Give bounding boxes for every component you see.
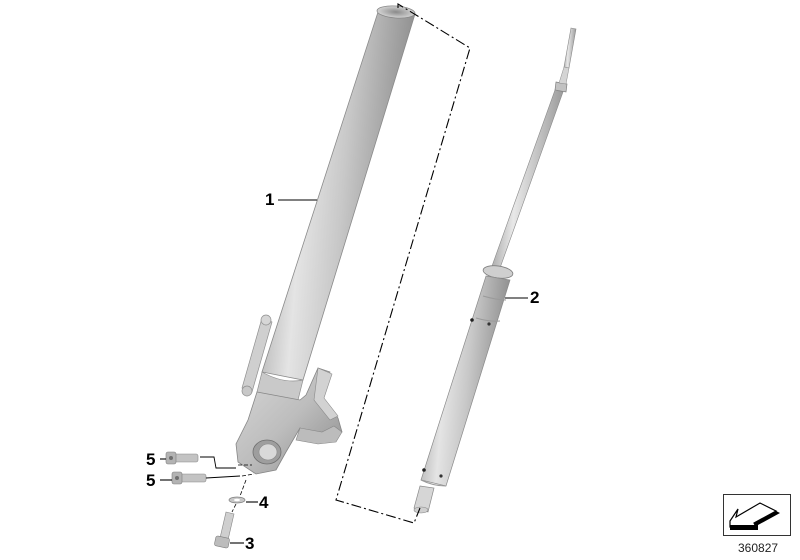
part-outer-fork-tube[interactable] bbox=[235, 5, 416, 475]
part-caliper-bolt-lower[interactable] bbox=[171, 471, 207, 485]
part-axle-clamp-bolt[interactable] bbox=[214, 511, 235, 549]
callout-2[interactable]: 2 bbox=[530, 288, 540, 307]
part-caliper-bolt-upper[interactable] bbox=[165, 451, 199, 465]
callout-5-upper[interactable]: 5 bbox=[146, 450, 156, 469]
diagram-number: 360827 bbox=[738, 541, 779, 555]
callout-4[interactable]: 4 bbox=[259, 493, 269, 512]
part-fork-cartridge[interactable] bbox=[413, 27, 577, 514]
assembly-bracket-line bbox=[335, 3, 471, 524]
callout-3[interactable]: 3 bbox=[245, 534, 255, 553]
back-navigation-button[interactable] bbox=[723, 494, 791, 536]
part-washer[interactable] bbox=[228, 496, 246, 504]
back-arrow-icon bbox=[729, 502, 780, 530]
callout-5-lower[interactable]: 5 bbox=[146, 471, 156, 490]
callout-1[interactable]: 1 bbox=[265, 190, 275, 209]
